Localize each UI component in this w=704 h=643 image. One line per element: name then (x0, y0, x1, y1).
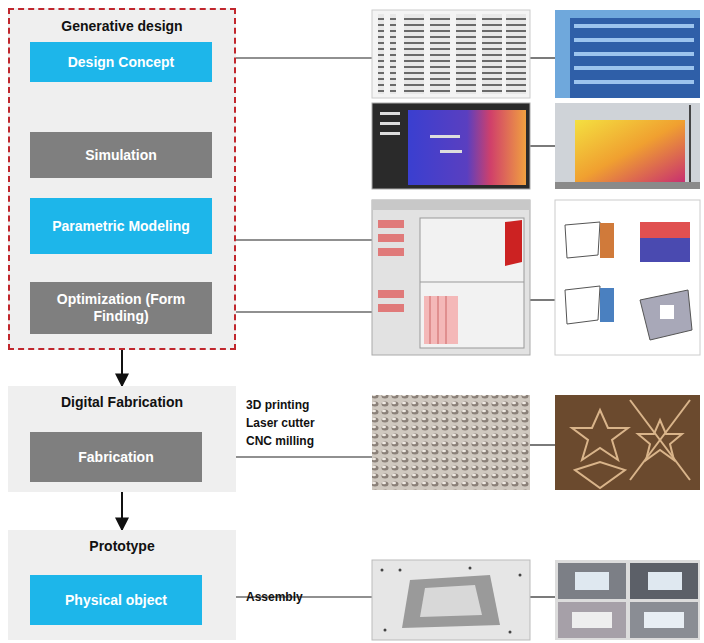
group-panel: Generative designDesign ConceptSimulatio… (8, 8, 236, 350)
flow-arrow (121, 492, 123, 530)
box-label: Design Concept (68, 54, 175, 71)
box-label: Simulation (85, 147, 157, 164)
process-box: Physical object (30, 575, 202, 625)
group-title: Digital Fabrication (8, 394, 236, 411)
box-label: Fabrication (78, 449, 153, 466)
process-label: CNC milling (246, 434, 314, 449)
process-box: Optimization (Form Finding) (30, 282, 212, 334)
box-label: Optimization (Form Finding) (38, 291, 204, 325)
group-panel: Digital FabricationFabrication (8, 386, 236, 492)
process-label: 3D printing (246, 398, 309, 413)
process-box: Parametric Modeling (30, 198, 212, 254)
box-label: Parametric Modeling (52, 218, 190, 235)
process-label: Laser cutter (246, 416, 315, 431)
process-box: Fabrication (30, 432, 202, 482)
process-label: Assembly (246, 590, 303, 605)
flow-arrow (121, 350, 123, 386)
process-box: Design Concept (30, 42, 212, 82)
group-title: Prototype (8, 538, 236, 555)
group-panel: PrototypePhysical object (8, 530, 236, 640)
group-title: Generative design (10, 18, 234, 35)
box-label: Physical object (65, 592, 167, 609)
process-box: Simulation (30, 132, 212, 178)
